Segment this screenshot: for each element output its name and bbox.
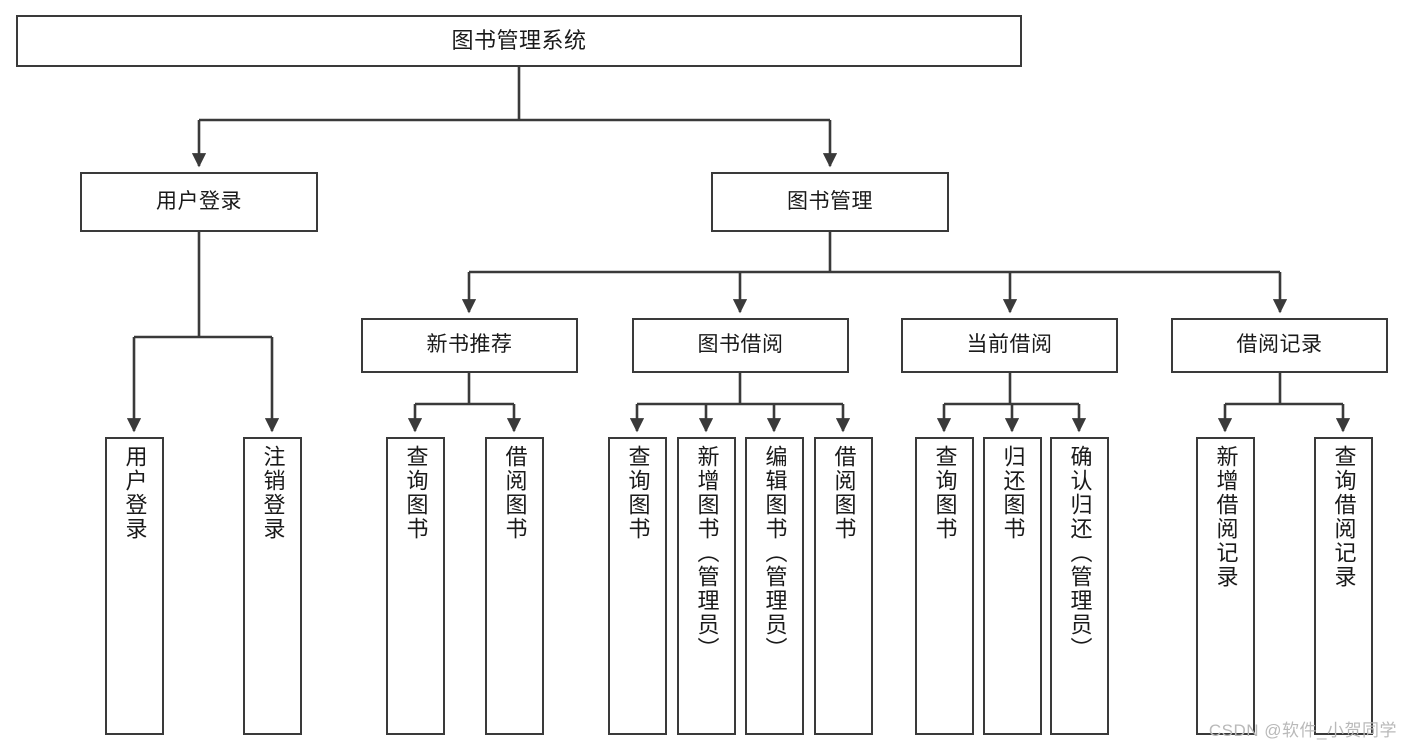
node-leaf-edit-book-admin[interactable]: 编辑图书（管理员） <box>745 437 804 735</box>
node-label: 借阅图书 <box>502 445 528 541</box>
node-leaf-borrow-book-recommend[interactable]: 借阅图书 <box>485 437 544 735</box>
node-leaf-confirm-return-admin[interactable]: 确认归还（管理员） <box>1050 437 1109 735</box>
node-label: 注销登录 <box>260 445 286 541</box>
node-book-management[interactable]: 图书管理 <box>711 172 949 232</box>
node-label: 用户登录 <box>156 189 242 213</box>
node-leaf-return-book[interactable]: 归还图书 <box>983 437 1042 735</box>
node-label: 查询图书 <box>403 445 429 541</box>
node-label: 图书借阅 <box>697 333 784 357</box>
node-leaf-query-book-recommend[interactable]: 查询图书 <box>386 437 445 735</box>
node-root-book-management-system[interactable]: 图书管理系统 <box>16 15 1022 67</box>
node-label: 用户登录 <box>122 445 148 541</box>
node-new-book-recommend[interactable]: 新书推荐 <box>361 318 578 373</box>
node-label: 新增借阅记录 <box>1213 445 1239 589</box>
node-current-borrow[interactable]: 当前借阅 <box>901 318 1118 373</box>
node-leaf-query-book-borrow[interactable]: 查询图书 <box>608 437 667 735</box>
node-label: 图书管理系统 <box>451 28 587 54</box>
node-label: 借阅图书 <box>831 445 857 541</box>
node-label: 当前借阅 <box>966 333 1053 357</box>
node-leaf-query-book-current[interactable]: 查询图书 <box>915 437 974 735</box>
node-label: 新书推荐 <box>426 333 513 357</box>
node-label: 查询图书 <box>625 445 651 541</box>
node-leaf-add-book-admin[interactable]: 新增图书（管理员） <box>677 437 736 735</box>
node-borrow-record[interactable]: 借阅记录 <box>1171 318 1388 373</box>
node-label: 借阅记录 <box>1236 333 1323 357</box>
node-user-login[interactable]: 用户登录 <box>80 172 318 232</box>
node-label: 确认归还（管理员） <box>1067 445 1093 661</box>
node-label: 图书管理 <box>787 189 873 213</box>
node-leaf-logout[interactable]: 注销登录 <box>243 437 302 735</box>
node-label: 编辑图书（管理员） <box>762 445 788 661</box>
node-leaf-user-login[interactable]: 用户登录 <box>105 437 164 735</box>
node-label: 新增图书（管理员） <box>694 445 720 661</box>
node-book-borrow[interactable]: 图书借阅 <box>632 318 849 373</box>
node-leaf-borrow-book[interactable]: 借阅图书 <box>814 437 873 735</box>
node-leaf-query-borrow-record[interactable]: 查询借阅记录 <box>1314 437 1373 735</box>
node-label: 归还图书 <box>1000 445 1026 541</box>
node-label: 查询图书 <box>932 445 958 541</box>
node-leaf-add-borrow-record[interactable]: 新增借阅记录 <box>1196 437 1255 735</box>
node-label: 查询借阅记录 <box>1331 445 1357 589</box>
